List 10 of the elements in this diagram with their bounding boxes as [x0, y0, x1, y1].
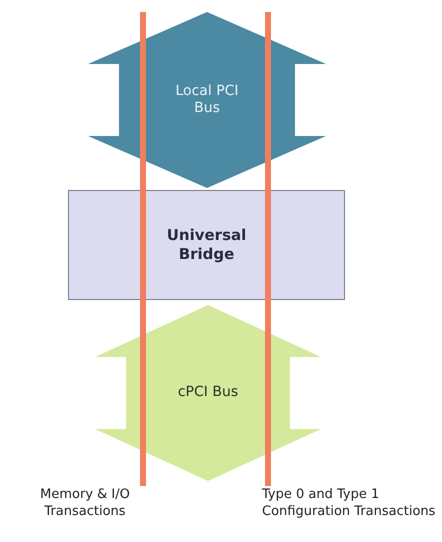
transaction-label: Type 0 and Type 1 Configuration Transactions [262, 486, 436, 520]
bus-arrow [95, 305, 321, 481]
node-label: Universal Bridge [166, 226, 248, 264]
bus-arrow [88, 12, 326, 188]
bridge-box [68, 190, 345, 300]
node-label: Local PCI Bus [174, 82, 240, 118]
transaction-label: Memory & I/O Transactions [39, 486, 131, 520]
node-label: cPCI Bus [176, 384, 240, 402]
transaction-line [265, 12, 271, 486]
transaction-line [140, 12, 146, 486]
